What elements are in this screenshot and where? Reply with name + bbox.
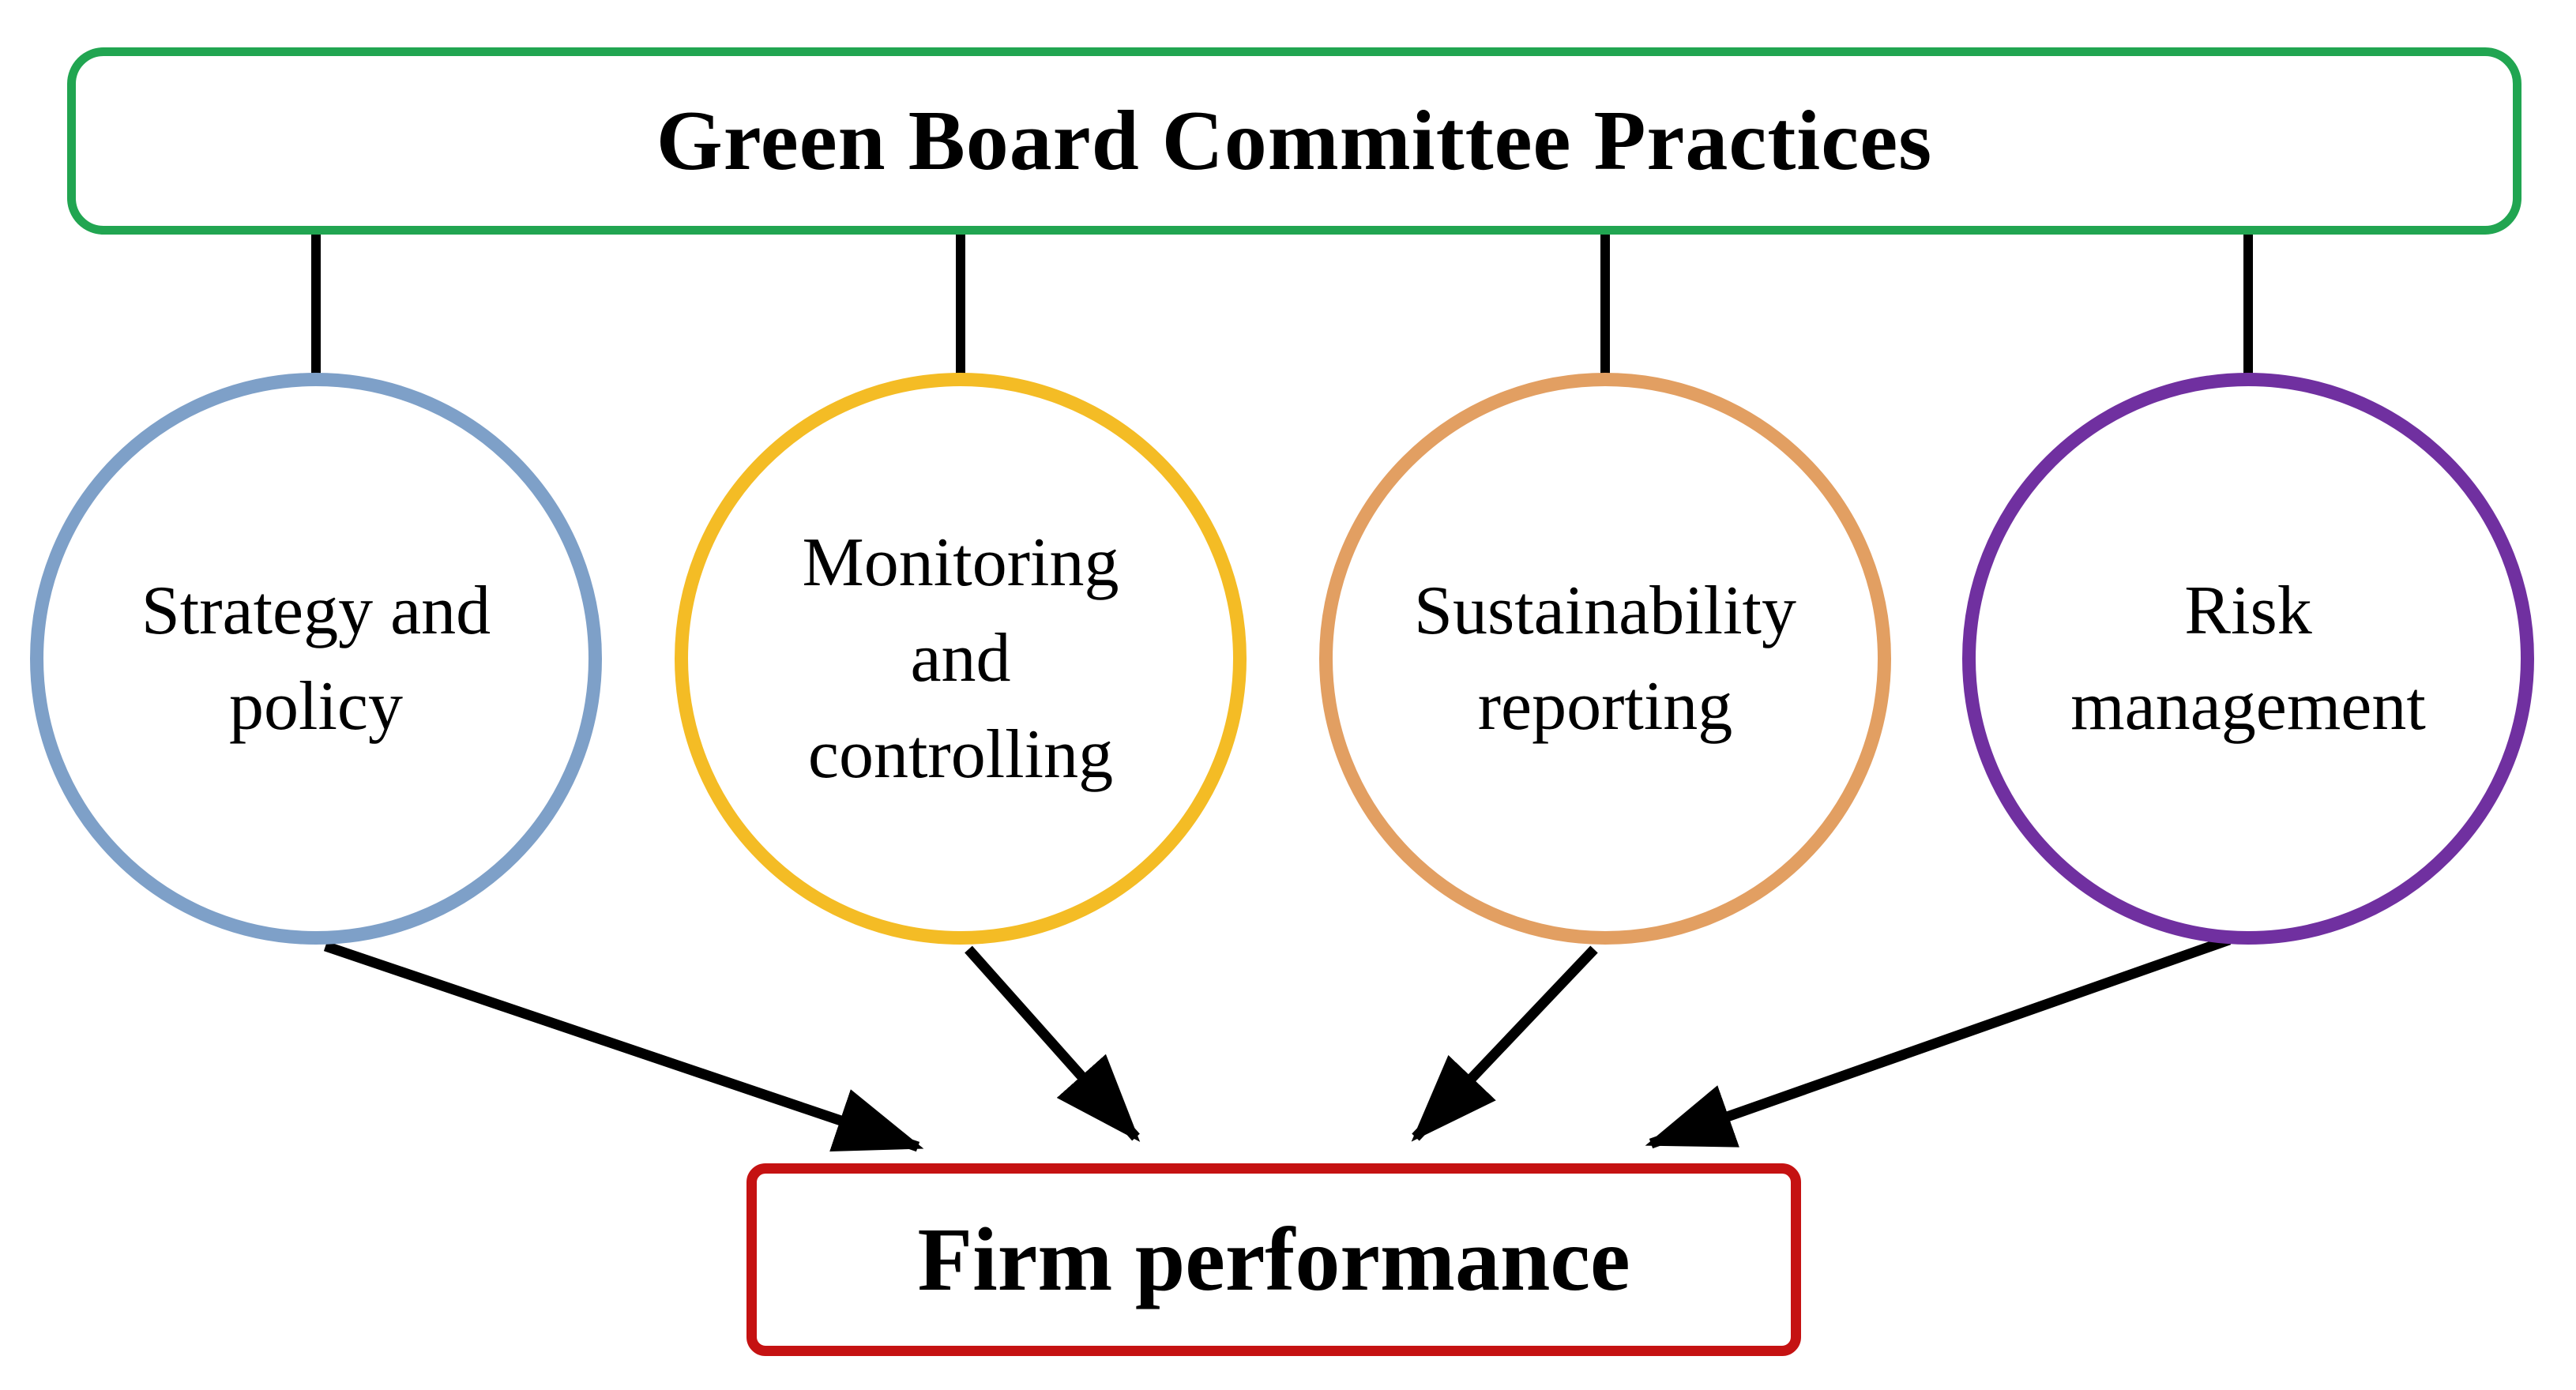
practice-label-risk-management: Risk management <box>2070 572 2426 745</box>
practice-circle-sustainability-reporting: Sustainability reporting <box>1319 373 1891 945</box>
practice-circle-strategy-and-policy: Strategy and policy <box>30 373 602 945</box>
arrow-sustainability-to-performance <box>1411 945 1598 1142</box>
arrow-monitoring-to-performance <box>965 945 1141 1142</box>
firm-performance-label: Firm performance <box>917 1209 1630 1309</box>
arrow-risk-to-performance <box>1645 934 2232 1149</box>
arrow-strategy-to-performance <box>323 941 924 1152</box>
practice-circle-risk-management: Risk management <box>1962 373 2534 945</box>
practice-label-sustainability-reporting: Sustainability reporting <box>1414 572 1796 745</box>
practice-circle-monitoring-and-controlling: Monitoring and controlling <box>675 373 1247 945</box>
practice-label-strategy-and-policy: Strategy and policy <box>141 572 491 745</box>
firm-performance-box: Firm performance <box>746 1163 1801 1356</box>
diagram-title: Green Board Committee Practices <box>656 93 1933 188</box>
practice-label-monitoring-and-controlling: Monitoring and controlling <box>802 524 1119 793</box>
green-board-committee-practices-box: Green Board Committee Practices <box>67 47 2521 235</box>
